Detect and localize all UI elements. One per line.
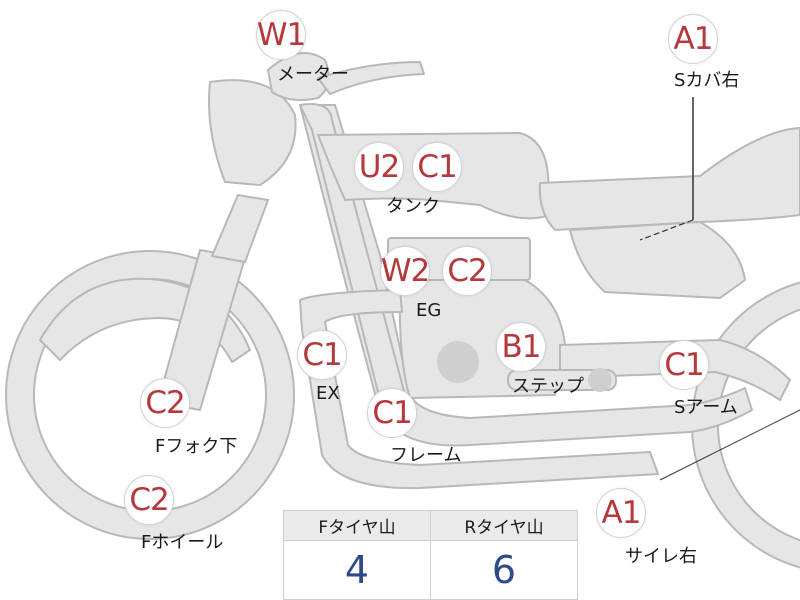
part-label-front-wheel: Fホイール [141, 532, 224, 553]
part-label-engine: EG [416, 300, 442, 321]
part-label-swing-arm: Sアーム [674, 397, 738, 418]
damage-code-badge[interactable]: C1 [367, 388, 417, 438]
front-tire-value: 4 [283, 540, 431, 600]
damage-code-badge[interactable]: C1 [659, 340, 709, 390]
damage-code-badge[interactable]: A1 [668, 14, 718, 64]
part-label-tank: タンク [386, 196, 440, 217]
part-label-silencer-right: サイレ右 [625, 546, 697, 567]
damage-code-badge[interactable]: B1 [496, 322, 546, 372]
tire-tread-table: Fタイヤ山 Rタイヤ山 4 6 [283, 510, 578, 600]
part-label-step: ステップ [512, 376, 584, 397]
front-tire-header: Fタイヤ山 [283, 510, 431, 541]
damage-code-badge[interactable]: W1 [256, 10, 306, 60]
part-label-frame: フレーム [390, 445, 462, 466]
damage-code-badge[interactable]: A1 [596, 488, 646, 538]
part-label-front-fork-lower: Fフォク下 [155, 436, 238, 457]
damage-code-badge[interactable]: C2 [140, 378, 190, 428]
damage-code-badge[interactable]: C2 [124, 475, 174, 525]
part-label-side-cover-right: Sカバ右 [674, 70, 740, 91]
damage-code-badge[interactable]: C1 [297, 330, 347, 380]
damage-code-badge[interactable]: U2 [354, 142, 404, 192]
damage-code-badge[interactable]: W2 [380, 246, 430, 296]
rear-tire-value: 6 [430, 540, 578, 600]
part-label-meter: メーター [277, 64, 349, 85]
rear-tire-header: Rタイヤ山 [430, 510, 578, 541]
part-label-exhaust: EX [316, 383, 340, 404]
damage-code-badge[interactable]: C1 [412, 142, 462, 192]
damage-code-badge[interactable]: C2 [442, 246, 492, 296]
